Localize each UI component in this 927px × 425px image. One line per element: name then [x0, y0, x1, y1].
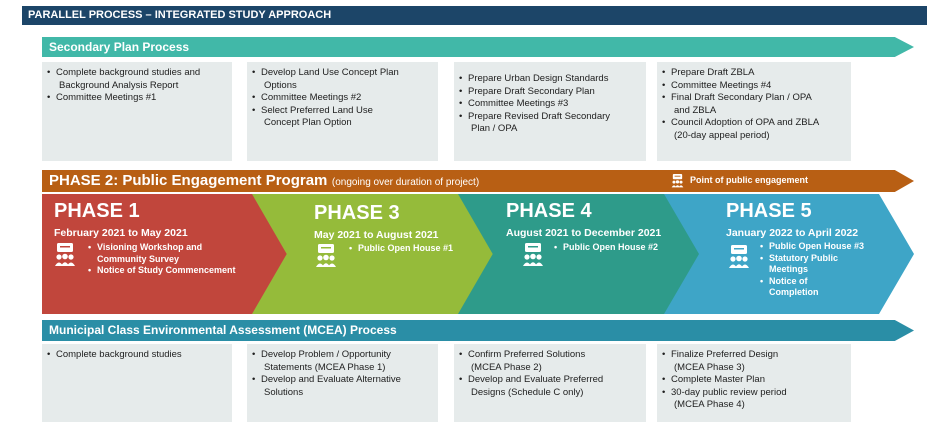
list-item: Notice of: [760, 276, 864, 288]
list-item: Designs (Schedule C only): [471, 386, 584, 398]
list-item: Finalize Preferred Design: [661, 349, 847, 362]
phase-5-chevron: PHASE 5 January 2022 to April 2022 Publi…: [664, 194, 914, 314]
phase-4-chevron: PHASE 4 August 2021 to December 2021 Pub…: [458, 194, 706, 314]
phase2-subtitle: (ongoing over duration of project): [331, 177, 480, 188]
list-item: and ZBLA: [674, 104, 717, 116]
list-item: Committee Meetings #4: [661, 80, 847, 93]
diagram-title: PARALLEL PROCESS – INTEGRATED STUDY APPR…: [22, 6, 927, 25]
list-item: Solutions: [264, 386, 304, 398]
list-item: Complete background studies: [46, 349, 228, 362]
list-item: Public Open House #2: [554, 242, 658, 254]
list-item: 30-day public review period: [661, 387, 847, 400]
list-item: (MCEA Phase 2): [471, 361, 542, 373]
phase-items: Public Open House #1: [349, 243, 453, 255]
phase-dates: February 2021 to May 2021: [54, 227, 188, 239]
engagement-legend: Point of public engagement: [671, 173, 809, 188]
mcea-band: Municipal Class Environmental Assessment…: [42, 320, 914, 341]
list-item: Select Preferred Land Use: [251, 105, 434, 118]
mcea-box-4: Finalize Preferred Design (MCEA Phase 3)…: [657, 344, 851, 422]
secondary-plan-band: Secondary Plan Process: [42, 37, 914, 57]
list-item: Completion: [769, 287, 819, 297]
phase-dates: January 2022 to April 2022: [726, 227, 859, 239]
list-item: Complete Master Plan: [661, 374, 847, 387]
mcea-box-3: Confirm Preferred Solutions (MCEA Phase …: [454, 344, 646, 422]
list-item: Confirm Preferred Solutions: [458, 349, 642, 362]
mcea-box-1: Complete background studies: [42, 344, 232, 422]
list-item: Statutory Public: [760, 253, 864, 265]
list-item: Develop and Evaluate Preferred: [458, 374, 642, 387]
secondary-box-2: Develop Land Use Concept Plan Options Co…: [247, 62, 438, 161]
phase-title: PHASE 3: [314, 202, 400, 224]
phase-3-chevron: PHASE 3 May 2021 to August 2021 Public O…: [252, 194, 500, 314]
list-item: Notice of Study Commencement: [88, 265, 236, 277]
list-item: (MCEA Phase 3): [674, 361, 745, 373]
list-item: Statements (MCEA Phase 1): [264, 361, 386, 373]
list-item: Final Draft Secondary Plan / OPA: [661, 92, 847, 105]
mcea-box-2: Develop Problem / Opportunity Statements…: [247, 344, 438, 422]
list-item: Public Open House #1: [349, 243, 453, 255]
list-item: Concept Plan Option: [264, 117, 352, 128]
list-item: Meetings: [769, 264, 809, 274]
people-group-icon: [316, 244, 336, 267]
list-item: Committee Meetings #2: [251, 92, 434, 105]
people-group-icon: [523, 243, 543, 266]
secondary-box-1: Complete background studies and Backgrou…: [42, 62, 232, 161]
list-item: (20-day appeal period): [674, 129, 770, 141]
phase-title: PHASE 1: [54, 200, 140, 222]
list-item: (MCEA Phase 4): [674, 399, 745, 410]
phase-1-chevron: PHASE 1 February 2021 to May 2021 Vision…: [42, 194, 290, 314]
phase-title: PHASE 5: [726, 200, 812, 222]
phase-items: Public Open House #2: [554, 242, 658, 254]
list-item: Prepare Draft ZBLA: [661, 67, 847, 80]
list-item: Visioning Workshop and: [88, 242, 236, 254]
phase-items: Visioning Workshop and Community Survey …: [88, 242, 236, 277]
list-item: Develop and Evaluate Alternative: [251, 374, 434, 387]
phase2-title: PHASE 2: Public Engagement Program: [49, 172, 328, 189]
public-engagement-band: PHASE 2: Public Engagement Program (ongo…: [42, 170, 914, 192]
engagement-legend-label: Point of public engagement: [690, 175, 809, 185]
list-item: Plan / OPA: [471, 123, 518, 134]
list-item: Committee Meetings #1: [46, 92, 228, 105]
people-group-icon: [55, 243, 75, 266]
list-item: Prepare Urban Design Standards: [458, 73, 642, 86]
list-item: Community Survey: [97, 253, 180, 264]
people-group-icon: [671, 174, 684, 188]
list-item: Council Adoption of OPA and ZBLA: [661, 117, 847, 130]
list-item: Options: [264, 79, 297, 91]
list-item: Public Open House #3: [760, 241, 864, 253]
phase-items: Public Open House #3 Statutory Public Me…: [760, 241, 864, 299]
list-item: Prepare Revised Draft Secondary: [458, 111, 642, 124]
list-item: Develop Land Use Concept Plan: [251, 67, 434, 80]
phase-dates: May 2021 to August 2021: [314, 229, 439, 241]
phase-dates: August 2021 to December 2021: [506, 227, 662, 239]
list-item: Develop Problem / Opportunity: [251, 349, 434, 362]
list-item: Committee Meetings #3: [458, 98, 642, 111]
phase-title: PHASE 4: [506, 200, 592, 222]
secondary-box-3: Prepare Urban Design Standards Prepare D…: [454, 62, 646, 161]
secondary-box-4: Prepare Draft ZBLA Committee Meetings #4…: [657, 62, 851, 161]
list-item: Background Analysis Report: [59, 79, 179, 91]
people-group-icon: [729, 245, 749, 268]
list-item: Complete background studies and: [46, 67, 228, 80]
list-item: Prepare Draft Secondary Plan: [458, 86, 642, 99]
